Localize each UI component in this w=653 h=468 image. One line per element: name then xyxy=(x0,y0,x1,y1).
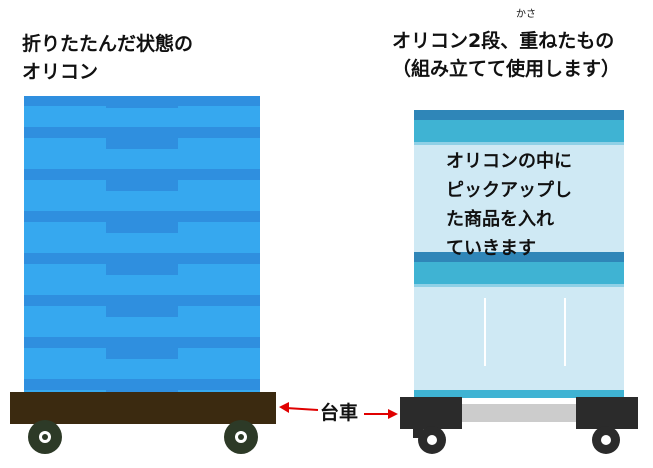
folded-crate-tab xyxy=(106,295,178,317)
right-title-line-1: オリコン2段、重ねたもの xyxy=(392,30,615,52)
right-title-line-2: （組み立てて使用します） xyxy=(392,58,621,80)
left-title-line-2: オリコン xyxy=(22,61,99,83)
wooden-cart-deck xyxy=(10,392,276,424)
crate-description-line-3: た商品を入れ xyxy=(446,209,554,230)
crate-description-line-2: ピックアップし xyxy=(446,180,572,201)
left-title: 折りたたんだ状態の オリコン xyxy=(22,30,193,86)
folded-crate-tab xyxy=(106,96,178,108)
folded-crate-tab xyxy=(106,169,178,191)
wooden-cart-wheel-right xyxy=(224,420,258,454)
crate-description-line-1: オリコンの中に xyxy=(446,151,572,172)
crate-description-line-4: ていきます xyxy=(446,238,536,259)
left-title-line-1: 折りたたんだ状態の xyxy=(22,33,194,55)
assembled-crate-top xyxy=(414,110,624,252)
black-cart-wheel-left xyxy=(418,426,446,454)
black-cart-wheel-right xyxy=(592,426,620,454)
crate-description: オリコンの中に ピックアップし た商品を入れ ていきます xyxy=(446,147,572,263)
arrow-to-right-cart xyxy=(364,409,398,419)
folded-crate-tab xyxy=(106,253,178,275)
folded-crate-tab xyxy=(106,127,178,149)
arrow-to-left-cart xyxy=(279,402,319,413)
wooden-cart-wheel-left xyxy=(28,420,62,454)
folded-crate-bands xyxy=(24,96,260,401)
folded-crate-tab xyxy=(106,337,178,359)
ruby-kasa: かさ xyxy=(516,9,536,20)
folded-crate-tab xyxy=(106,211,178,233)
assembled-crate-bottom xyxy=(414,252,624,398)
cart-label: 台車 xyxy=(320,402,359,424)
right-title: オリコン2段、重ねたもの （組み立てて使用します） xyxy=(392,27,620,83)
